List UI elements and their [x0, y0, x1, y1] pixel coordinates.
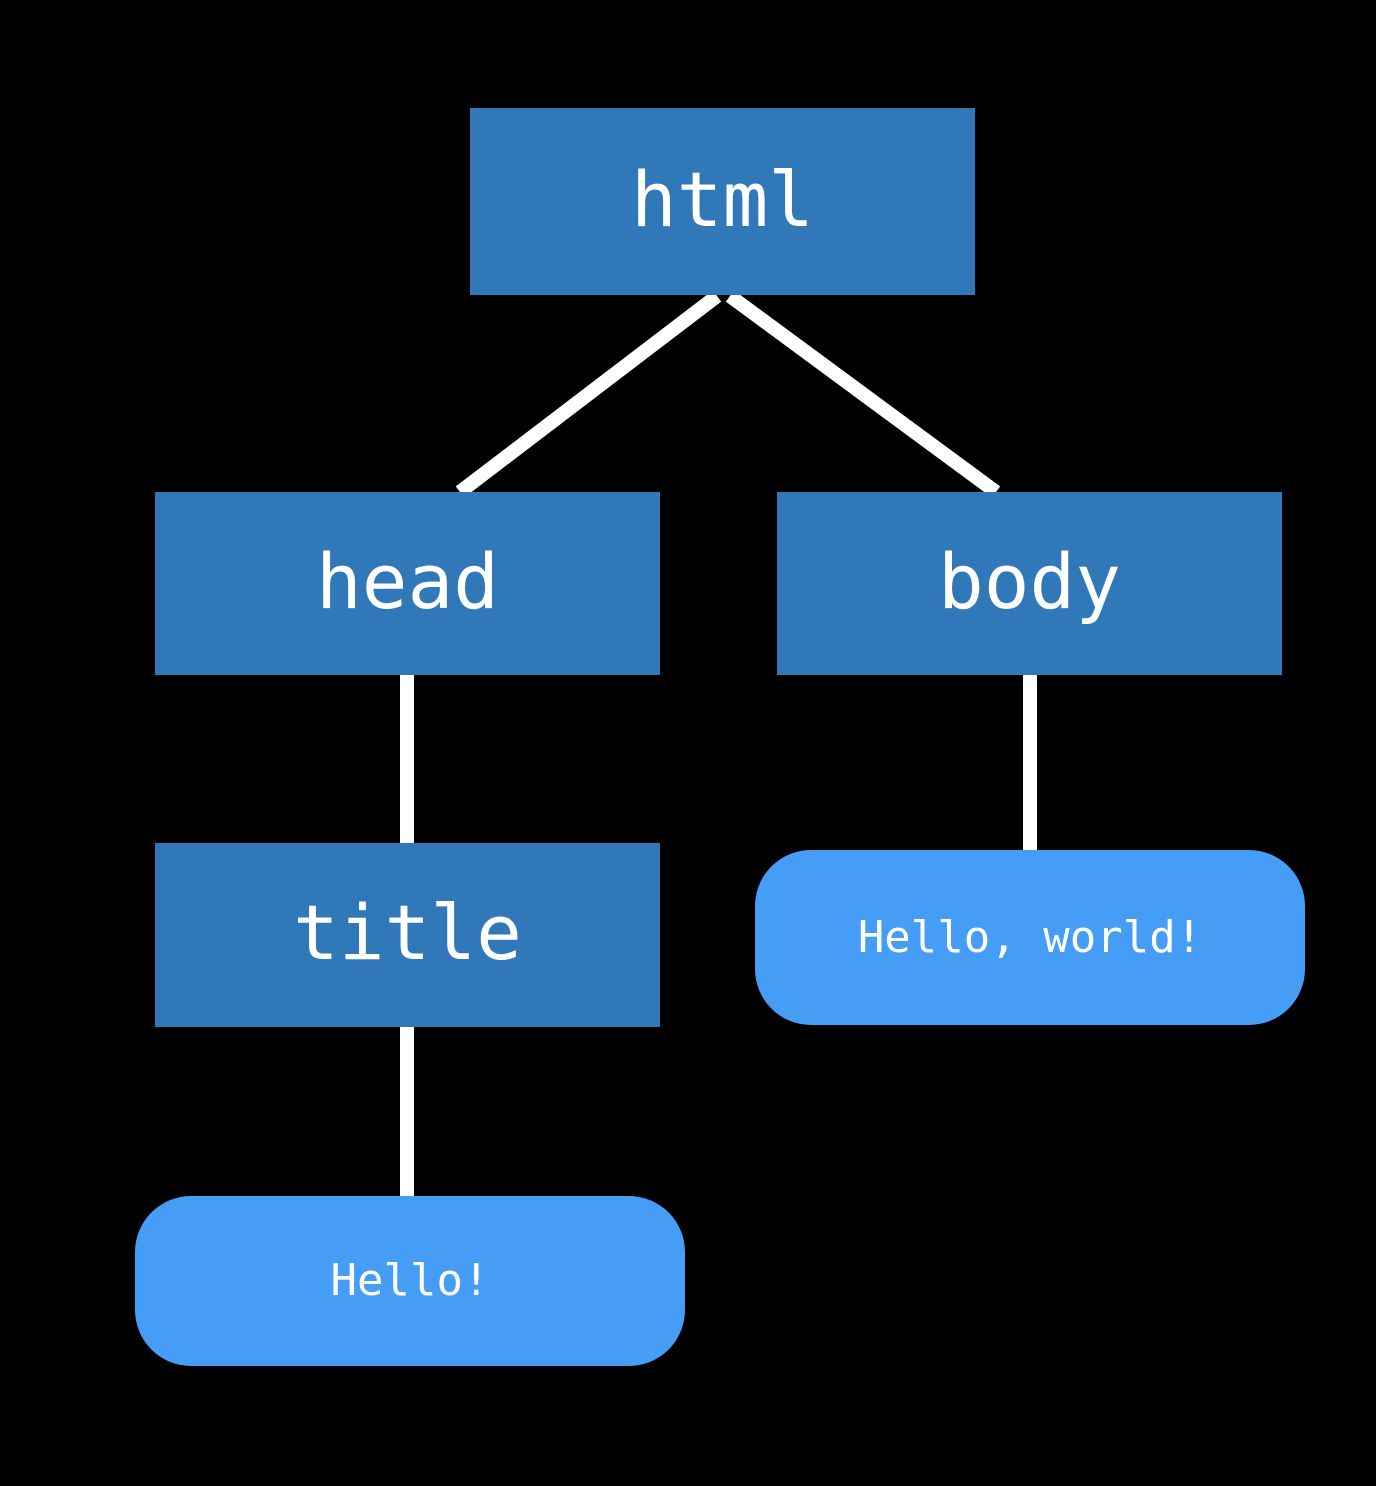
node-html[interactable]: html	[470, 108, 975, 295]
node-html-label: html	[630, 154, 815, 244]
edge-html-head	[455, 290, 722, 498]
node-text-hello-world[interactable]: Hello, world!	[755, 850, 1305, 1025]
edge-html-body	[725, 290, 1001, 498]
node-text-hello-label: Hello!	[330, 1255, 490, 1306]
node-title-label: title	[293, 888, 522, 977]
node-title[interactable]: title	[155, 843, 660, 1027]
node-head-label: head	[315, 536, 500, 626]
node-head[interactable]: head	[155, 492, 660, 675]
node-text-hello[interactable]: Hello!	[135, 1196, 685, 1366]
node-body-label: body	[937, 536, 1122, 626]
node-text-hello-world-label: Hello, world!	[857, 911, 1203, 963]
node-body[interactable]: body	[777, 492, 1282, 675]
